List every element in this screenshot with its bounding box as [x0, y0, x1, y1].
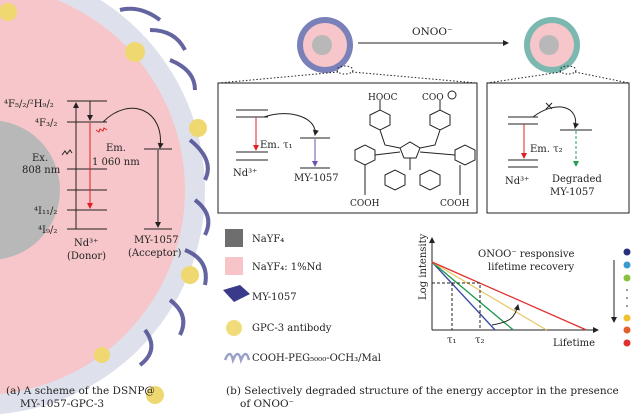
my1057-structure: [354, 100, 476, 195]
donor-role: (Donor): [67, 251, 106, 262]
x-label: Lifetime: [553, 338, 595, 349]
legend: NaYF₄ NaYF₄: 1%Nd MY-1057 GPC-3 antibody…: [223, 229, 381, 364]
em-wavelength: 1 060 nm: [92, 157, 140, 168]
legend-swatch-my1057: [223, 285, 250, 302]
box2-em-label: Em. τ₂: [530, 144, 563, 155]
coo-label: COO: [422, 93, 444, 103]
x-tick-tau2: τ₂: [475, 335, 485, 346]
annotation-line1: ONOO⁻ responsive: [478, 249, 574, 260]
legend-label-2: MY-1057: [252, 292, 297, 303]
ellipsis-dot: [626, 289, 628, 291]
nanoparticle-large: [0, 0, 211, 415]
box2-acceptor-line2: MY-1057: [550, 187, 595, 198]
box1-em-label: Em. τ₁: [260, 140, 293, 151]
donor-ion: Nd³⁺: [74, 238, 98, 249]
legend-dot: [623, 248, 631, 256]
ellipsis-dot: [626, 297, 628, 299]
caption-a-line2: MY-1057-GPC-3: [20, 398, 105, 410]
series-line-yellow: [431, 261, 547, 331]
nanoparticle-degraded: [524, 17, 580, 73]
series-line-red: [431, 261, 587, 331]
hooc-label: HOOC: [368, 93, 398, 103]
box2-acceptor-line1: Degraded: [552, 174, 602, 185]
legend-swatch-nayf4-nd: [225, 257, 243, 275]
level-i92: ⁴I₉/₂: [38, 225, 57, 236]
level-f52: ⁴F₅/₂/²H₉/₂: [4, 99, 54, 110]
legend-label-3: GPC-3 antibody: [252, 323, 332, 334]
legend-label-4: COOH-PEG₅₀₀₀-OCH₃/Mal: [252, 353, 381, 364]
lifetime-chart: Log intensity Lifetime τ₁ τ₂ ONOO⁻ respo…: [418, 233, 631, 349]
box-intact-acceptor: [217, 82, 478, 214]
energy-level-diagram: [61, 100, 172, 230]
ellipsis-dot: [626, 305, 628, 307]
legend-dot: [623, 326, 631, 334]
acceptor-name: MY-1057: [134, 235, 179, 246]
legend-dot: [623, 314, 631, 322]
legend-swatch-peg: [223, 352, 251, 364]
caption-b-line2: of ONOO⁻: [240, 398, 295, 410]
legend-dot: [623, 339, 631, 347]
caption-b-line1: (b) Selectively degraded structure of th…: [226, 385, 619, 397]
ex-wavelength: 808 nm: [22, 165, 61, 176]
legend-swatch-antibody: [226, 320, 242, 336]
box2-donor: Nd³⁺: [505, 176, 529, 187]
cooh-label-2: COOH: [440, 199, 470, 209]
legend-swatch-nayf4: [225, 229, 243, 247]
y-label: Log intensity: [418, 233, 429, 300]
legend-dot: [623, 261, 631, 269]
em-label: Em.: [106, 143, 126, 154]
box1-acceptor: MY-1057: [294, 173, 339, 184]
reaction-label: ONOO⁻: [412, 26, 453, 38]
box-degraded-acceptor: [486, 82, 630, 214]
ex-label: Ex.: [32, 153, 48, 164]
level-f32: ⁴F₃/₂: [35, 118, 57, 129]
box1-donor: Nd³⁺: [233, 168, 257, 179]
nanoparticle-intact: [297, 17, 353, 73]
annotation-line2: lifetime recovery: [488, 262, 574, 273]
caption-a: (a) A scheme of the DSNP@ MY-1057-GPC-3: [6, 385, 155, 411]
series-line-green: [431, 261, 514, 331]
caption-a-line1: (a) A scheme of the DSNP@: [6, 385, 155, 397]
series-line-blue: [431, 261, 496, 331]
acceptor-role: (Acceptor): [128, 248, 181, 259]
legend-label-1: NaYF₄: 1%Nd: [252, 262, 322, 273]
x-tick-tau1: τ₁: [447, 335, 457, 346]
cooh-label-1: COOH: [350, 199, 380, 209]
level-i112: ⁴I₁₁/₂: [34, 206, 57, 217]
legend-label-0: NaYF₄: [252, 234, 284, 245]
legend-dot: [623, 274, 631, 282]
caption-b: (b) Selectively degraded structure of th…: [226, 385, 619, 411]
